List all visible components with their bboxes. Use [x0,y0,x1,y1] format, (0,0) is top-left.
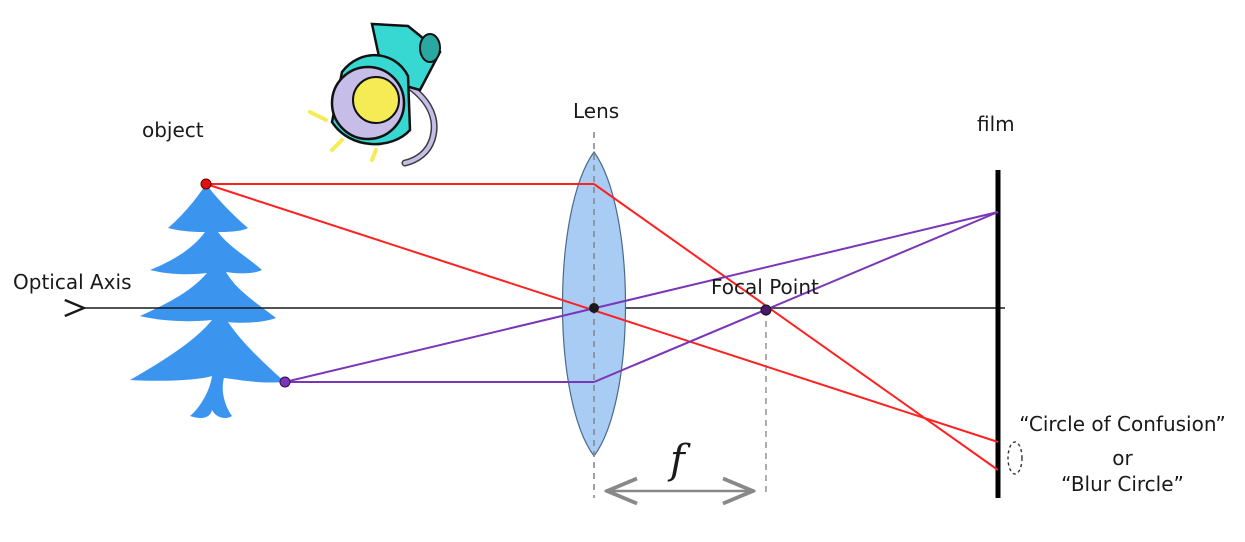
blur-circle-label: “Blur Circle” [1061,472,1184,496]
film-label: film [977,112,1015,136]
focal-length-symbol: f [670,437,685,483]
lens-center-point [589,303,599,313]
purple-rays [284,211,999,383]
blur-circle-icon [1007,441,1023,475]
optical-axis-label: Optical Axis [13,270,132,294]
object-bottom-point [279,376,291,388]
or-label: or [1112,446,1133,470]
red-rays [205,183,999,471]
focal-point-dot [760,304,772,316]
desk-lamp-icon [308,22,442,167]
object-top-point [200,178,212,190]
object-label: object [142,118,204,142]
focal-point-label: Focal Point [711,275,819,299]
tree-object-icon [130,184,285,418]
lens-label: Lens [573,99,620,123]
circle-of-confusion-label: “Circle of Confusion” [1019,412,1226,436]
